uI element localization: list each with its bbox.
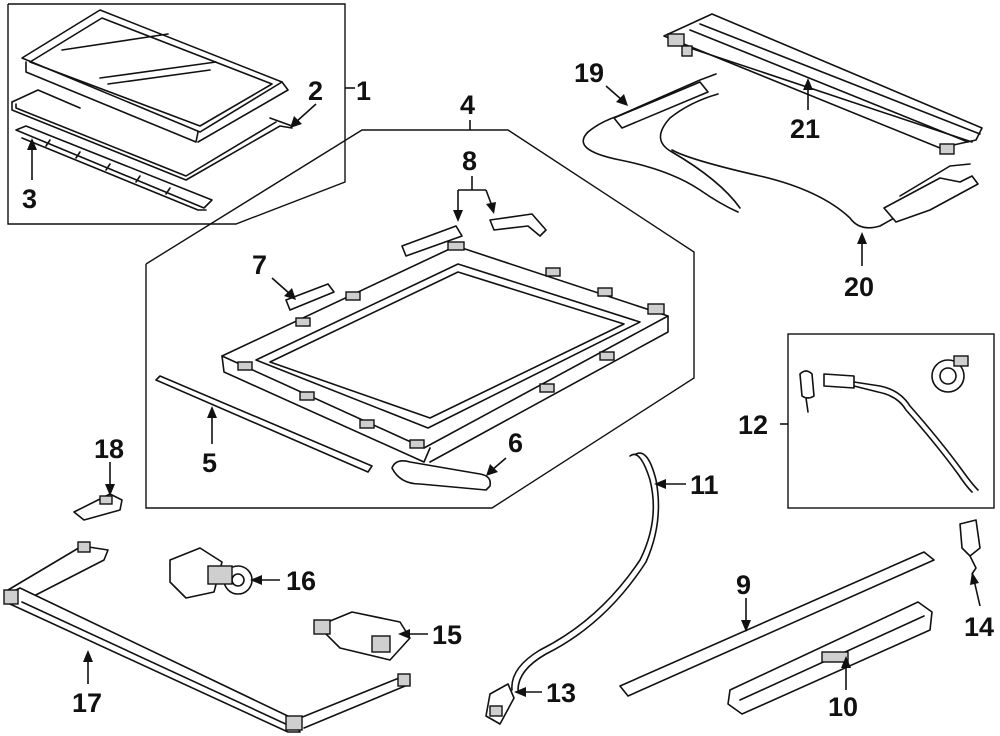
callout-4: 4 bbox=[460, 90, 475, 120]
callout-6: 6 bbox=[508, 428, 523, 458]
callout-7: 7 bbox=[252, 250, 267, 280]
part-drive-cable-19 bbox=[582, 73, 741, 213]
callout-8: 8 bbox=[462, 146, 477, 176]
callout-11: 11 bbox=[690, 470, 719, 500]
part-seal-8-right bbox=[489, 213, 547, 237]
callout-16: 16 bbox=[286, 566, 316, 596]
part-motor-16 bbox=[169, 547, 253, 599]
part-sunshade-deflector bbox=[15, 125, 213, 211]
part-sunshade-frame-17 bbox=[3, 541, 411, 733]
group-box-harness bbox=[780, 333, 995, 509]
callout-21: 21 bbox=[790, 114, 820, 144]
part-glass-panel bbox=[21, 9, 289, 143]
callout-1: 1 bbox=[356, 76, 371, 106]
part-drain-seal-6 bbox=[391, 460, 492, 491]
callout-3: 3 bbox=[22, 184, 37, 214]
callout-17: 17 bbox=[72, 688, 102, 718]
part-front-seal-strip bbox=[155, 375, 373, 473]
callout-2: 2 bbox=[308, 76, 323, 106]
group-box-frame-assembly bbox=[145, 129, 695, 509]
callout-18: 18 bbox=[94, 434, 124, 464]
callout-10: 10 bbox=[828, 692, 858, 722]
callout-9: 9 bbox=[736, 570, 751, 600]
callout-20: 20 bbox=[844, 272, 874, 302]
callout-labels: 1 2 3 4 5 6 7 8 9 10 11 12 13 14 15 16 1… bbox=[22, 58, 994, 722]
callout-12: 12 bbox=[738, 410, 768, 440]
part-clip-18 bbox=[73, 493, 123, 521]
part-seal-strip-9 bbox=[619, 551, 935, 697]
part-motor-15 bbox=[313, 611, 411, 661]
callout-15: 15 bbox=[432, 620, 462, 650]
callout-5: 5 bbox=[202, 448, 217, 478]
part-seal-7 bbox=[285, 283, 335, 311]
callout-19: 19 bbox=[574, 58, 604, 88]
part-connector-14 bbox=[959, 519, 981, 575]
part-drive-cable-20 bbox=[671, 149, 979, 229]
part-drain-hose-11 bbox=[511, 452, 660, 691]
part-seal-8-left bbox=[401, 225, 463, 257]
part-guide-rail-10 bbox=[727, 601, 933, 715]
part-wire-harness-12 bbox=[799, 355, 979, 493]
callout-13: 13 bbox=[546, 678, 576, 708]
leader-lines bbox=[27, 78, 981, 697]
part-rail-assembly-21 bbox=[663, 13, 983, 155]
callout-14: 14 bbox=[964, 612, 994, 642]
part-drain-fitting-13 bbox=[485, 683, 515, 725]
part-glass-weatherstrip bbox=[11, 89, 293, 181]
part-sunroof-frame bbox=[221, 241, 669, 463]
group-box-glass-assembly bbox=[7, 3, 355, 225]
